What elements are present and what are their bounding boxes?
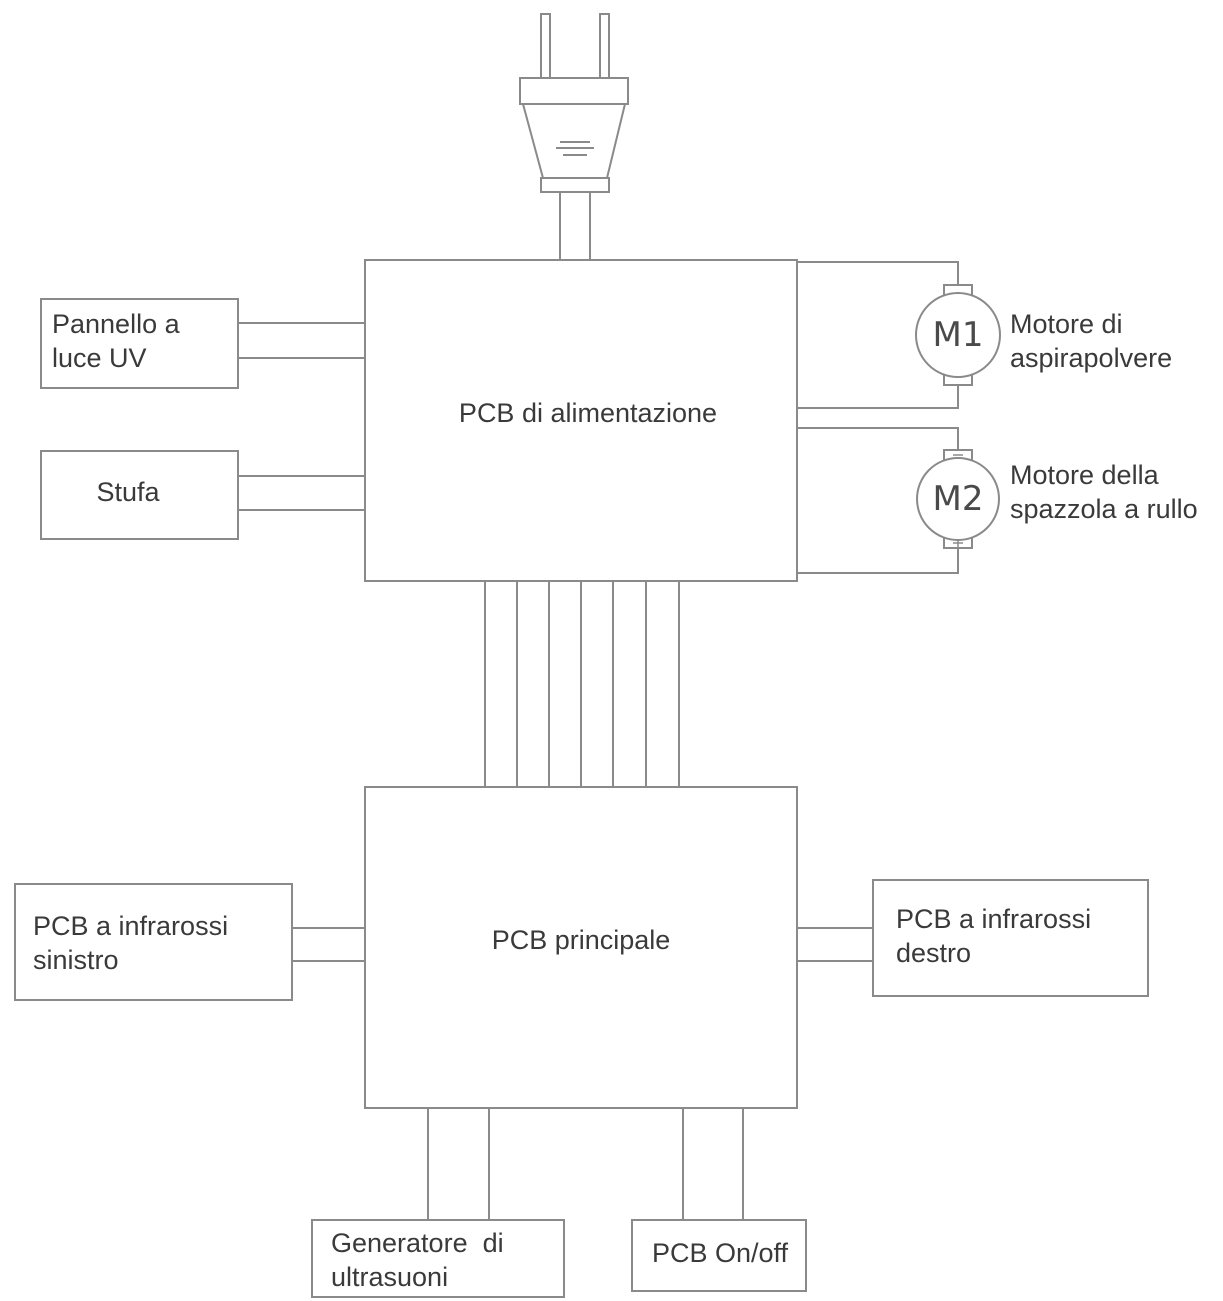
ultrasonic-label-line2: ultrasuoni (331, 1262, 449, 1292)
main-pcb-label: PCB principale (491, 925, 671, 955)
motor-m1-label-line2: aspirapolvere (1010, 343, 1173, 373)
power-pcb-box (364, 259, 798, 582)
motor-m1-symbol: M1 (932, 315, 984, 355)
ir-right-box (872, 879, 1149, 997)
motor-m2-symbol: M2 (932, 479, 984, 519)
motor-m2-label-line2: spazzola a rullo (1010, 494, 1198, 524)
ultrasonic-label-line1: Generatore di (331, 1228, 504, 1258)
main-pcb-box (364, 786, 798, 1109)
motor-m1-label-line1: Motore di (1010, 309, 1123, 339)
onoff-box (631, 1219, 807, 1292)
power-plug-icon (519, 13, 629, 193)
uv-panel-box (40, 298, 239, 389)
uv-panel-label-line1: Pannello a (52, 309, 180, 339)
power-pcb-label: PCB di alimentazione (458, 398, 718, 428)
motor-m2-label-line1: Motore della (1010, 460, 1159, 490)
ir-left-label-line1: PCB a infrarossi (33, 911, 229, 941)
uv-panel-label-line2: luce UV (52, 343, 147, 373)
ultrasonic-box (311, 1219, 565, 1298)
motor-m2-icon (916, 449, 1000, 549)
motor-m1-icon (915, 284, 1001, 386)
ir-right-label-line2: destro (896, 938, 972, 968)
ir-left-label-line2: sinistro (33, 945, 119, 975)
ir-right-label-line1: PCB a infrarossi (896, 904, 1092, 934)
onoff-label: PCB On/off (651, 1238, 789, 1268)
ir-left-box (14, 883, 293, 1001)
heater-label: Stufa (96, 477, 160, 507)
heater-box (40, 450, 239, 540)
